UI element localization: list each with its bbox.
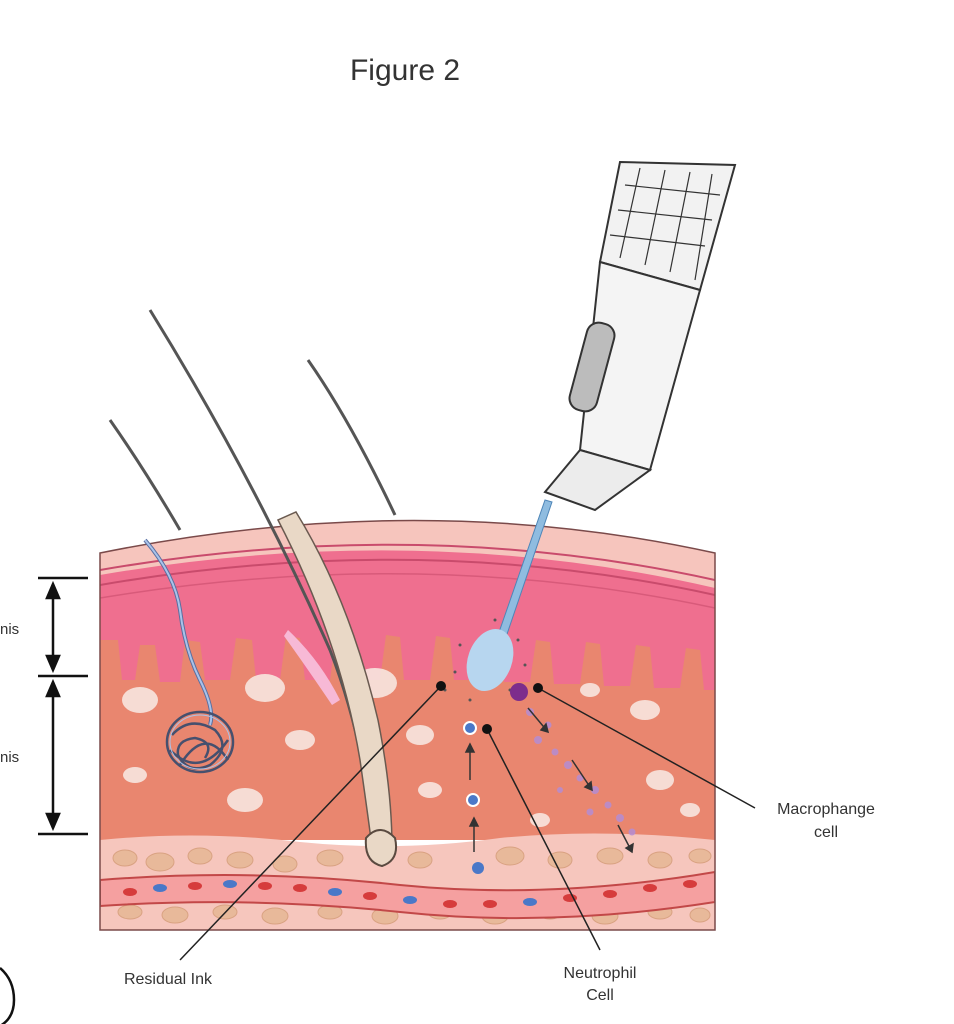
neutrophil-label-line1: Neutrophil [564,965,637,982]
figure-title: Figure 2 [350,54,460,87]
blood-cells [123,880,697,908]
hair-strands [108,359,397,531]
hair-follicle [148,309,398,868]
edge-circle-fragment [0,967,16,1024]
sweat-gland [143,538,235,774]
ink-spot [466,629,514,691]
residual-ink-label: Residual Ink [124,971,213,988]
macrophage-label-line2: cell [814,824,838,841]
neutrophil-cells [463,721,484,874]
macrophage-cells [510,683,636,854]
layer-brackets [38,576,88,836]
leader-lines [179,685,756,961]
laser-device [443,160,737,702]
dermis-label: nis [0,749,19,766]
macrophage-label-line1: Macrophange [777,801,875,818]
epidermis-label: nis [0,621,19,638]
leader-dots [436,681,543,734]
neutrophil-label-line2: Cell [586,987,614,1004]
epidermis-layer [100,550,715,690]
skin-cross-section [99,519,716,931]
